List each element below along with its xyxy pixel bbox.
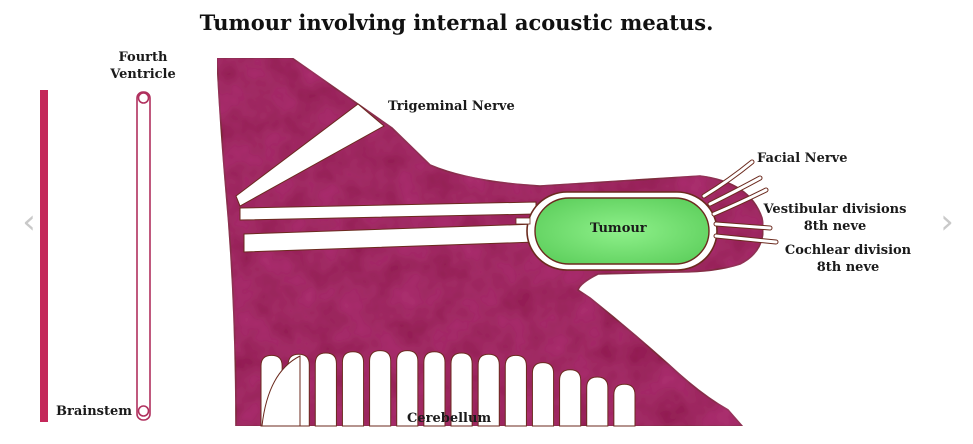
label-facial-nerve: Facial Nerve [757,151,848,166]
cerebellar-folium [586,376,609,427]
chevron-left-icon[interactable]: ‹ [22,202,36,242]
label-vestibular-line2: 8th neve [803,219,867,234]
fourth-ventricle-tube [136,91,151,421]
cerebellar-folium [369,350,392,427]
label-fourth-ventricle-line2: Ventricle [110,67,176,82]
label-fourth-ventricle-line1: Fourth [118,50,168,65]
label-trigeminal-nerve: Trigeminal Nerve [388,99,515,114]
cerebellar-folium [613,383,636,427]
label-cochlear-division: Cochlear division 8th neve [780,242,916,276]
label-cochlear-line1: Cochlear division [784,243,912,258]
tumour-stalk [515,217,531,225]
label-cerebellum: Cerebellum [407,411,492,426]
brainstem-bar [40,90,48,422]
cerebellar-folium [314,352,337,427]
cerebellar-folium [504,354,527,427]
cerebellar-folium [450,352,473,427]
label-fourth-ventricle: Fourth Ventricle [104,49,182,83]
exiting-nerve-fibres [701,159,779,245]
cerebellar-folium [477,353,500,427]
trigeminal-nerve [235,103,385,207]
cerebellar-folia [260,350,636,427]
cerebellar-folium [531,362,555,427]
diagram-title: Tumour involving internal acoustic meatu… [199,10,714,35]
cerebellar-folium-left [261,355,301,427]
tumour [534,197,710,265]
cerebellar-folium [396,350,419,427]
label-brainstem: Brainstem [56,404,133,419]
label-tumour: Tumour [590,221,647,236]
cerebellar-folium [341,351,365,427]
label-cochlear-line2: 8th neve [816,260,880,275]
cerebellar-folium [559,369,582,427]
chevron-right-icon[interactable]: › [940,202,954,242]
label-vestibular-line1: Vestibular divisions [763,202,907,217]
cerebellar-folium [423,351,446,427]
label-vestibular-divisions: Vestibular divisions 8th neve [760,201,910,235]
